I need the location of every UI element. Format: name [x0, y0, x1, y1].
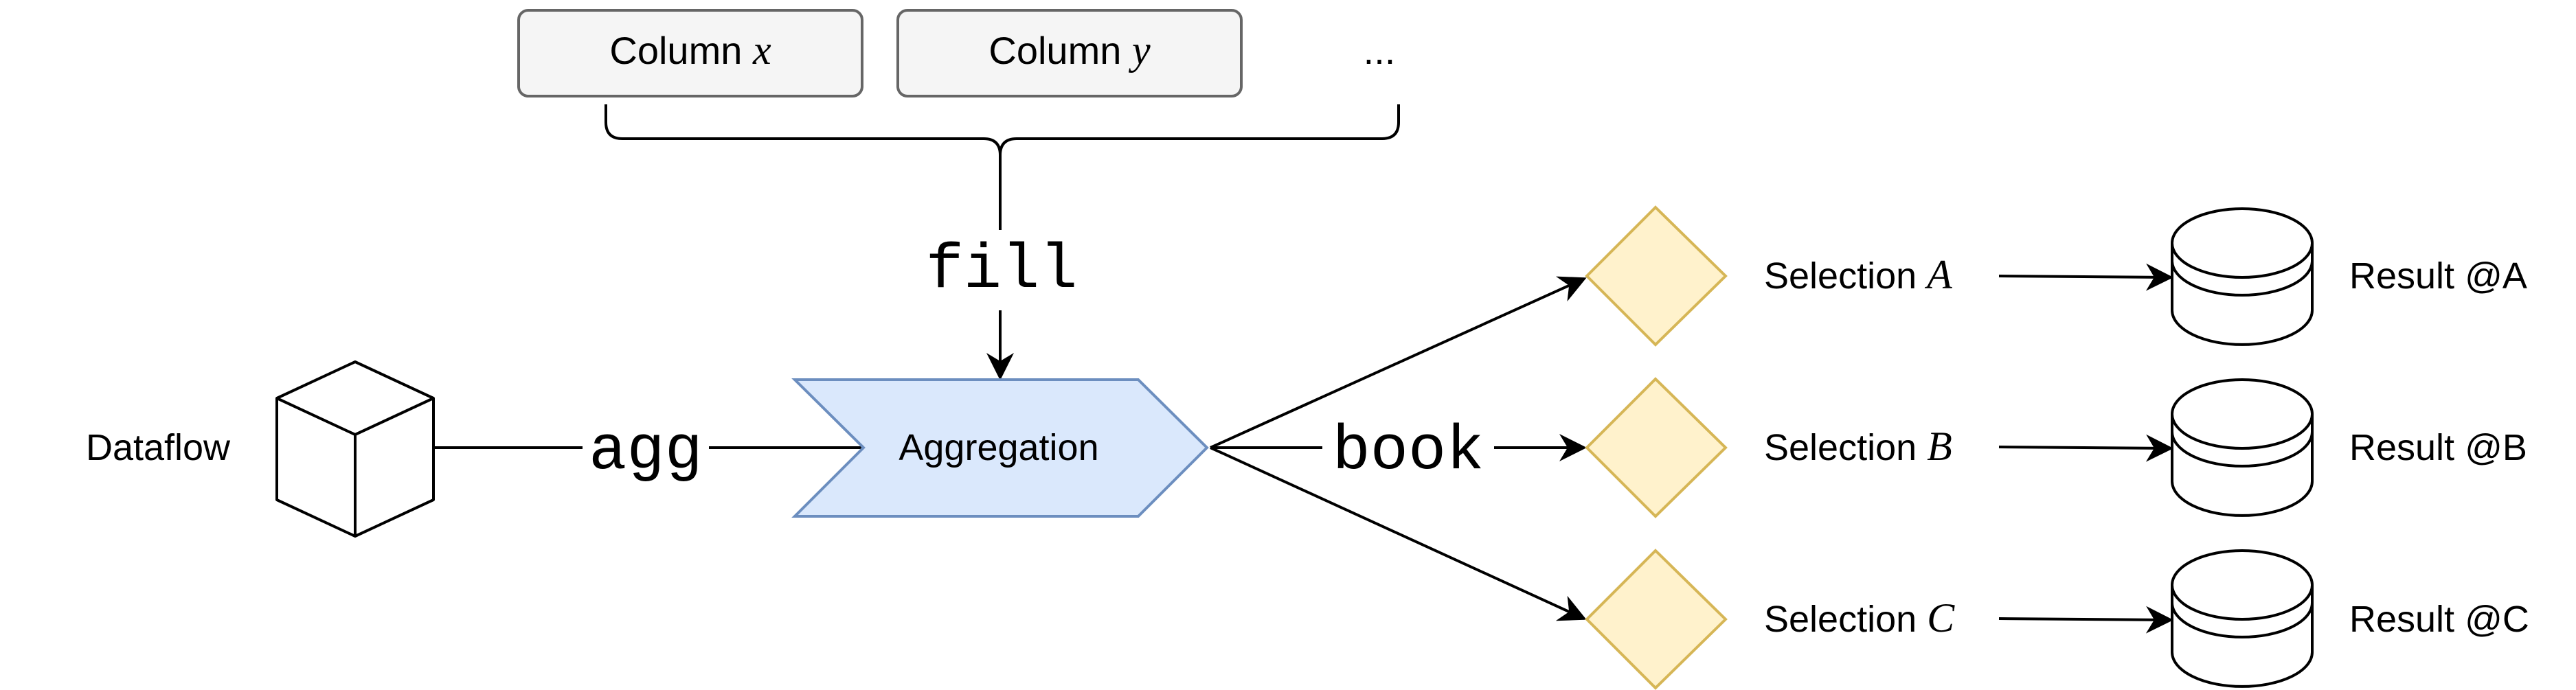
- selection-a-diamond: [1585, 205, 1728, 347]
- result-b-database-icon[interactable]: [2171, 378, 2314, 517]
- selection-a-node[interactable]: Selection A: [1585, 205, 1952, 347]
- result-b-label: Result @B: [2349, 427, 2527, 468]
- column-y-box: [896, 9, 1243, 97]
- result-c-database-icon[interactable]: [2171, 549, 2314, 688]
- selection-a-arrow: [1998, 263, 2173, 291]
- selection-b-node[interactable]: Selection B: [1585, 377, 1952, 518]
- column-y-node[interactable]: Column y: [896, 9, 1243, 97]
- aggregation-node[interactable]: Aggregation: [791, 378, 1209, 518]
- columns-brace: [605, 104, 1400, 156]
- selection-c-arrow: [1998, 606, 2173, 634]
- columns-ellipsis: ...: [1364, 29, 1396, 72]
- result-a-label: Result @A: [2349, 255, 2527, 297]
- branch-arrow-a: [1210, 276, 1587, 449]
- selection-c-node[interactable]: Selection C: [1585, 549, 1955, 690]
- result-a-database-icon[interactable]: [2171, 207, 2314, 346]
- selection-b-arrow: [1998, 434, 2173, 462]
- column-x-box: [517, 9, 863, 97]
- column-y-label: Column y: [988, 27, 1151, 73]
- selection-c-label: Selection C: [1764, 595, 1955, 641]
- branch-arrow-c: [1210, 446, 1587, 621]
- selection-c-diamond: [1585, 549, 1728, 690]
- dataflow-label: Dataflow: [86, 427, 231, 468]
- selection-b-diamond: [1585, 377, 1728, 518]
- fill-op-label: fill: [926, 234, 1078, 306]
- result-c-label: Result @C: [2349, 599, 2529, 640]
- column-x-node[interactable]: Column x: [517, 9, 863, 97]
- dataflow-cube-icon[interactable]: [275, 360, 435, 538]
- aggregation-shape: [791, 378, 1209, 518]
- selection-a-label: Selection A: [1764, 252, 1952, 297]
- agg-op-label: agg: [589, 415, 703, 487]
- aggregation-label: Aggregation: [899, 427, 1098, 468]
- column-x-label: Column x: [609, 27, 771, 73]
- book-op-label: book: [1333, 415, 1484, 487]
- selection-b-label: Selection B: [1764, 424, 1952, 469]
